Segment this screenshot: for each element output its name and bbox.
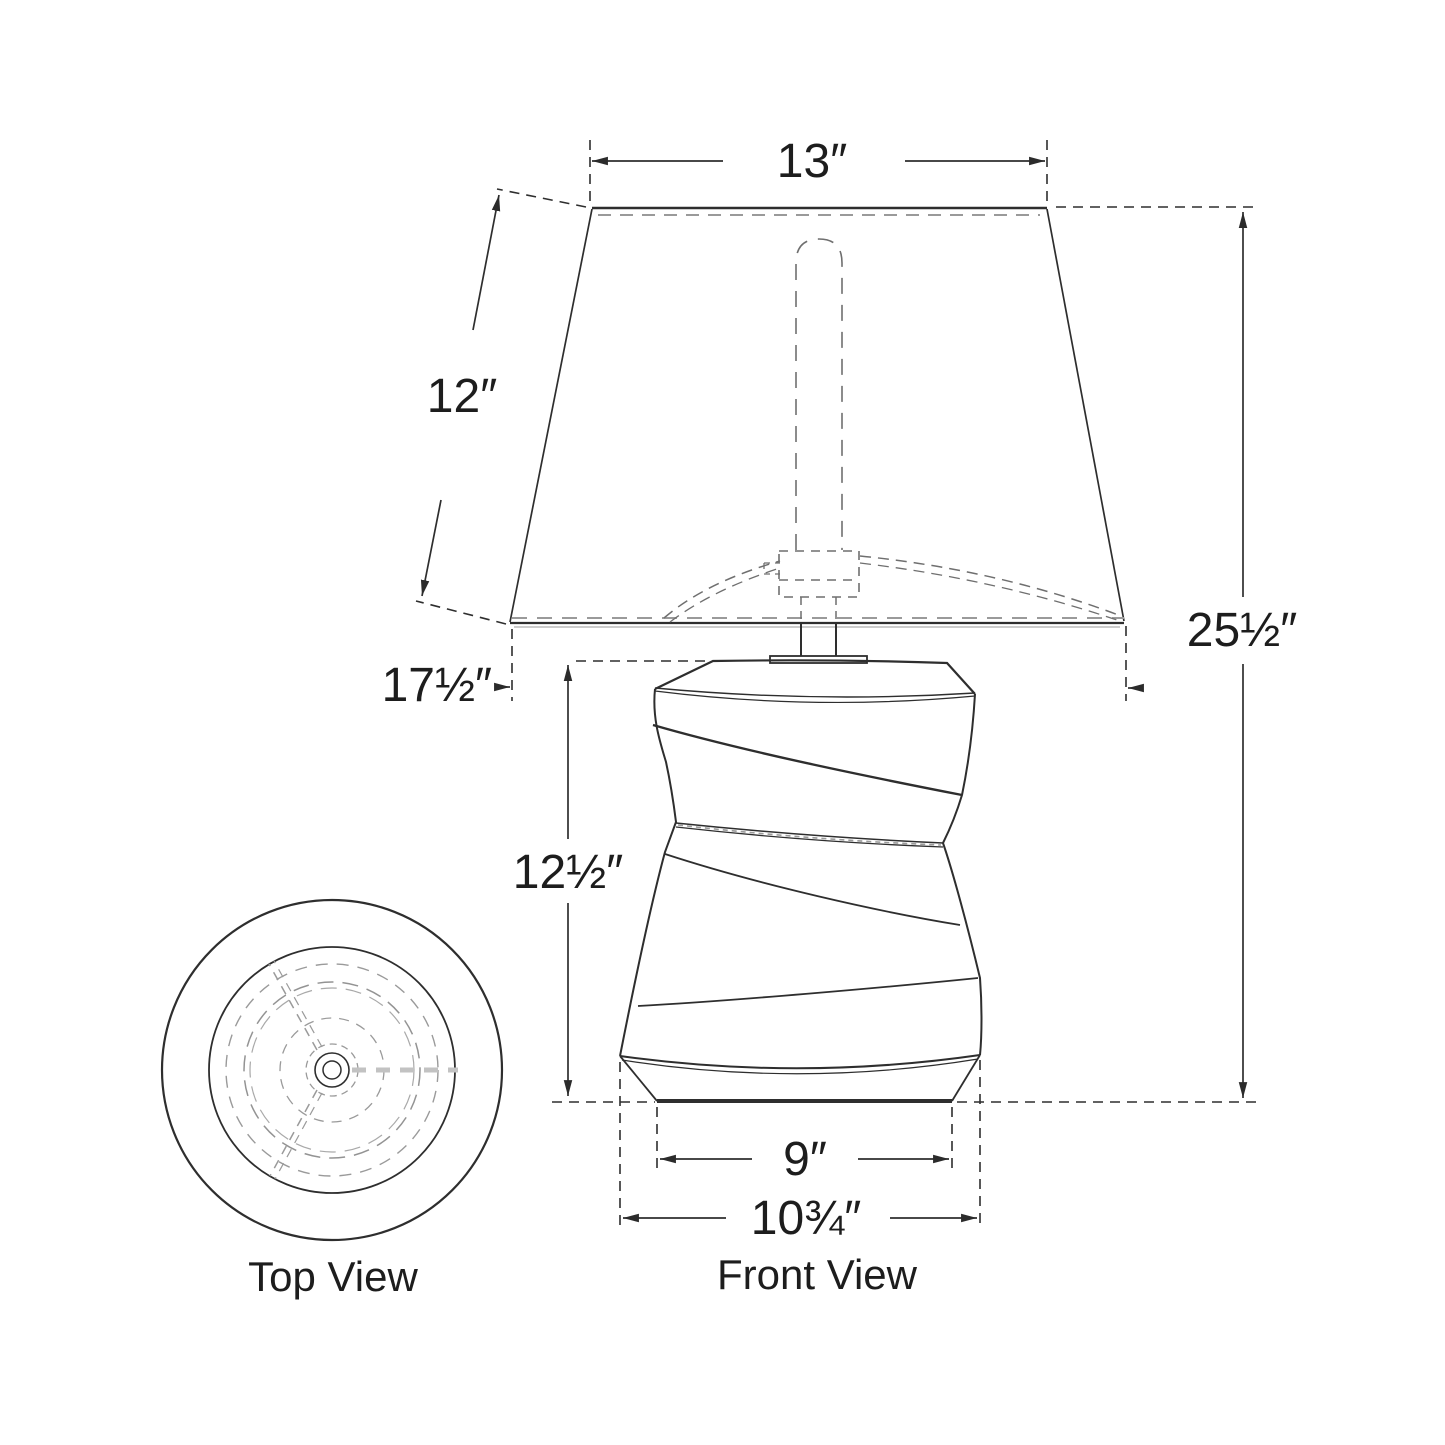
shade-bottom-opening-left-inner [669,567,781,623]
base-right-profile [941,693,983,1056]
base-band-3 [664,853,961,926]
topview-dashed-circle-3 [279,1017,385,1123]
front-view-shade [509,206,1125,664]
shade-bottom-opening-right-outer [859,555,1122,617]
front-view-base [619,659,983,1103]
shade-bottom-opening-left-outer [663,560,781,619]
base-band-2b [675,826,944,848]
front-view-label: Front View [717,1251,918,1298]
socket-hidden [763,550,860,598]
base-bottom-rim-upper [619,1054,981,1070]
topview-dashed-circle-center [305,1043,359,1097]
stem-hidden [800,597,837,621]
socket-switch-notch [763,562,780,575]
top-view [160,898,504,1242]
shade-right-slant [1046,208,1125,622]
dim-base-bottom-width: 9″ [656,1107,953,1186]
base-band-4 [637,977,979,1007]
dim-label-9: 9″ [783,1133,827,1186]
base-top-rim-lower [654,690,976,704]
stem-solid [800,623,837,656]
topview-seam-spokes [268,960,458,1180]
dim-label-13: 13″ [777,135,847,188]
dim-label-10-75: 10¾″ [751,1192,861,1245]
dim-base-height: 12½″ [513,660,706,1103]
shade-bottom-opening-right-inner [859,562,1118,621]
harp-hidden-outline [795,238,843,550]
base-foot-right-bevel [951,1054,981,1102]
dim-overall-height: 25½″ [957,206,1297,1103]
base-top-face [654,659,976,695]
dim-shade-top-width: 13″ [589,135,1048,205]
dim-label-12: 12″ [427,370,497,423]
base-band-2a [675,822,944,844]
base-foot-left-bevel [619,1055,658,1102]
dim-shade-slant-height: 12″ [415,188,587,625]
topview-dashed-circle-2a [243,981,421,1159]
dim-base-max-width: 10¾″ [619,1060,981,1245]
topview-inner-solid-circle [208,946,456,1194]
dim-label-17-5: 17½″ [382,659,492,712]
base-band-1 [652,723,963,797]
base-left-profile [619,688,678,1057]
topview-finial-circle [322,1060,342,1080]
base-top-rim-upper [654,687,976,698]
shade-left-slant [509,208,593,623]
dim-shade-bottom-width: 17½″ [382,626,1144,712]
dim-label-12-5: 12½″ [513,846,623,899]
base-bottom-rim-lower [621,1058,979,1075]
topview-socket-circle [314,1052,350,1088]
dim-label-25-5: 25½″ [1187,604,1297,657]
top-view-label: Top View [248,1253,418,1300]
topview-outer-circle [160,898,504,1242]
